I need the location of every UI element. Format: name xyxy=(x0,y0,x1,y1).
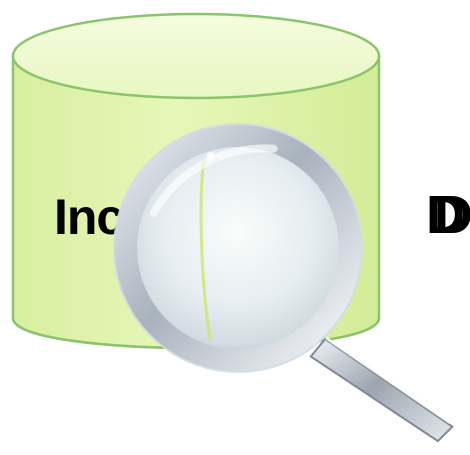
right-side-label: D xyxy=(426,188,465,242)
database-label: Inc xyxy=(54,192,123,242)
database-cylinder-icon xyxy=(13,14,379,348)
